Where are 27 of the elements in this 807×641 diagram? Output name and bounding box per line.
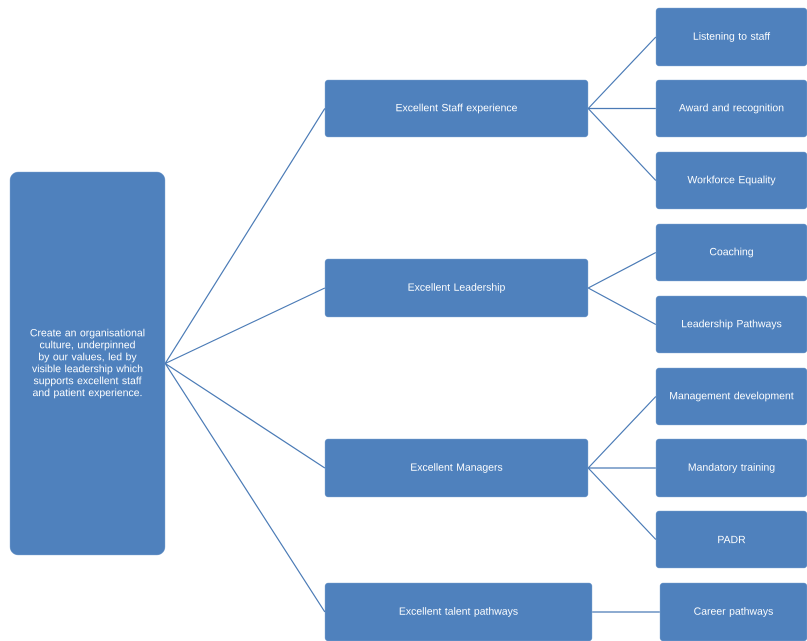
connector-line — [164, 363, 326, 612]
subtopic-box: Mandatory training — [656, 438, 807, 498]
subtopic-box: Listening to staff — [656, 8, 807, 66]
topic-box: Excellent Leadership — [324, 258, 588, 318]
connector-line — [588, 467, 656, 469]
topic-box: Excellent talent pathways — [324, 582, 592, 641]
subtopic-box: Management development — [656, 368, 807, 426]
subtopic-box: Leadership Pathways — [656, 296, 807, 354]
topic-box: Excellent Staff experience — [324, 80, 588, 138]
subtopic-box: PADR — [656, 510, 807, 568]
connector-line — [588, 396, 656, 468]
topic-box: Excellent Managers — [324, 438, 588, 498]
subtopic-box: Career pathways — [660, 582, 807, 641]
connector-line — [164, 108, 326, 364]
connector-line — [164, 287, 326, 364]
connector-line — [588, 36, 656, 109]
connector-line — [588, 252, 656, 289]
connector-line — [592, 611, 660, 613]
subtopic-box: Workforce Equality — [656, 152, 807, 210]
connector-line — [588, 468, 656, 540]
subtopic-box: Coaching — [656, 224, 807, 282]
connector-line — [588, 287, 656, 326]
subtopic-box: Award and recognition — [656, 80, 807, 138]
connector-line — [164, 362, 326, 468]
connector-line — [588, 108, 656, 110]
connector-line — [588, 108, 656, 181]
goal-box: Create an organisational culture, underpinned by our values, led by visible leadership which supports excellent staff and patient experience. — [10, 172, 166, 556]
